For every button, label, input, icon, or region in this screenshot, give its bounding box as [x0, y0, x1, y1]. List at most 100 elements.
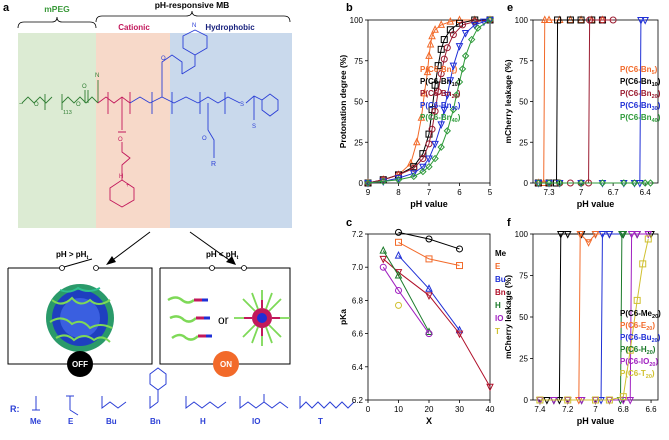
y-tick-label: 25: [519, 355, 528, 364]
data-point: [455, 15, 464, 23]
legend-entry: P(C6-IO20): [620, 357, 658, 368]
svg-text:O: O: [76, 102, 81, 108]
data-point: [637, 17, 645, 25]
series-line: [398, 241, 460, 267]
data-point: [627, 231, 636, 239]
x-tick-label: 7: [579, 188, 584, 197]
y-tick-label: 0: [524, 179, 529, 188]
data-point: [456, 262, 463, 270]
data-point: [379, 263, 387, 271]
legend-entry: P(C6-Bn5): [620, 65, 658, 76]
x-tick-label: 9: [366, 188, 371, 197]
data-point: [456, 245, 463, 253]
series-line: [539, 238, 649, 401]
y-tick-label: 0: [524, 396, 529, 405]
x-tick-label: 20: [425, 405, 434, 414]
data-point: [449, 62, 458, 71]
series-line: [382, 250, 430, 333]
data-point: [431, 154, 439, 163]
legend-entry: P(C6-Bn40): [420, 113, 461, 124]
data-point: [395, 286, 402, 294]
x-tick-label: 6: [457, 188, 462, 197]
data-point: [379, 255, 388, 264]
x-axis-label: pH value: [410, 199, 448, 209]
data-point: [394, 270, 403, 279]
r-group-bn: Bn: [150, 417, 161, 426]
data-point: [437, 45, 445, 53]
data-point: [394, 176, 403, 184]
data-point: [534, 179, 543, 187]
legend-entry: H: [495, 301, 501, 310]
legend-entry: P(C6-Bn10): [620, 77, 661, 88]
x-tick-label: 7: [593, 405, 598, 414]
data-point: [619, 397, 628, 405]
x-tick-label: 6.7: [608, 188, 620, 197]
data-point: [440, 55, 448, 63]
legend-entry: IO: [495, 314, 503, 323]
panel-label-f: f: [507, 217, 511, 229]
s-label-2: S: [252, 124, 256, 130]
data-point: [449, 31, 457, 39]
data-point: [446, 17, 455, 25]
y-tick-label: 100: [515, 16, 529, 25]
svg-text:O: O: [82, 84, 87, 90]
data-point: [437, 20, 446, 28]
data-point: [455, 78, 464, 86]
plus-label: +: [126, 183, 130, 189]
data-point: [428, 31, 436, 40]
data-point: [425, 155, 433, 164]
data-point: [449, 105, 458, 114]
r-group-structures: [32, 367, 355, 416]
x-tick-label: 40: [486, 405, 495, 414]
series-line: [367, 19, 491, 184]
data-point: [480, 18, 488, 27]
data-point: [419, 155, 427, 163]
data-point: [434, 62, 442, 70]
y-tick-label: 75: [519, 272, 528, 281]
data-point: [434, 88, 442, 96]
panel-label-b: b: [346, 2, 353, 14]
mpeg-brace: [17, 16, 97, 29]
data-point: [364, 179, 372, 187]
x-tick-label: 30: [455, 405, 464, 414]
data-point: [641, 179, 649, 187]
data-point: [417, 113, 426, 121]
data-point: [458, 65, 467, 73]
data-point: [633, 231, 641, 239]
legend-entry: P(C6-Bn30): [420, 101, 461, 112]
data-point: [577, 179, 585, 187]
data-point: [437, 121, 446, 129]
legend-entry: P(C6-Bn5): [420, 65, 458, 76]
y-tick-label: 50: [354, 98, 363, 107]
y-tick-label: 100: [350, 16, 364, 25]
on-indicator: [213, 351, 239, 377]
y-tick-label: 25: [354, 138, 363, 147]
legend-entry: P(C6-Bn30): [620, 101, 661, 112]
legend-entry: P(C6-E20): [620, 321, 655, 332]
data-point: [620, 179, 628, 187]
data-point: [440, 36, 448, 44]
data-point: [412, 137, 421, 146]
data-point: [644, 231, 653, 239]
cationic-label: Cationic: [118, 23, 150, 32]
data-point: [630, 179, 639, 187]
cn-label: N: [95, 73, 99, 79]
data-point: [545, 179, 553, 187]
hydrophobic-block: [170, 33, 292, 228]
data-point: [419, 163, 427, 172]
legend-entry: E: [495, 262, 501, 271]
data-point: [461, 30, 470, 38]
legend-entry: T: [495, 327, 500, 336]
data-point: [474, 24, 482, 32]
data-point: [646, 179, 655, 187]
data-point: [566, 16, 574, 24]
data-point: [443, 44, 451, 52]
r-group-bu: Bu: [106, 417, 117, 426]
r-group-labels: Me E Bu Bn H IO T: [30, 417, 323, 426]
data-point: [586, 16, 594, 24]
data-point: [633, 296, 641, 304]
data-point: [540, 15, 549, 23]
